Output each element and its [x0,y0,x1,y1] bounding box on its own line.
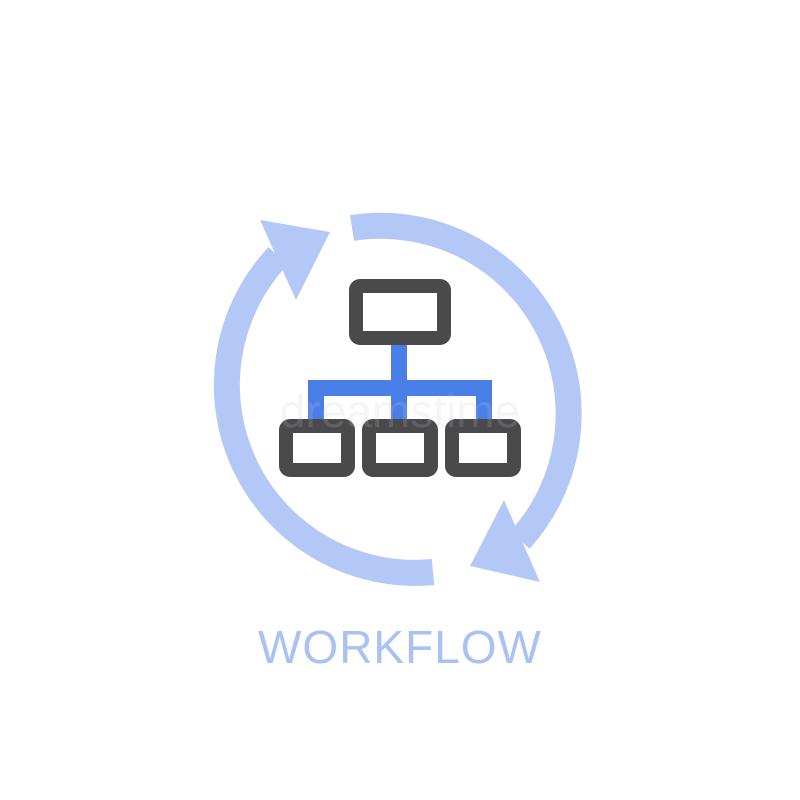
refresh-arrows-icon [213,212,582,586]
hierarchy-boxes [279,279,521,477]
right-node-box [445,419,521,477]
middle-node-box [362,419,438,477]
top-node-box [349,279,451,345]
left-node-box [279,419,355,477]
caption-title: WORKFLOW [258,621,542,673]
hierarchy-connectors [308,336,492,426]
watermark-text: dreamstime [279,385,521,437]
right-arrowhead-icon [470,500,540,582]
left-arrowhead-icon [260,220,330,300]
right-arc-arrow [350,212,582,549]
left-arc-arrow [213,247,435,586]
